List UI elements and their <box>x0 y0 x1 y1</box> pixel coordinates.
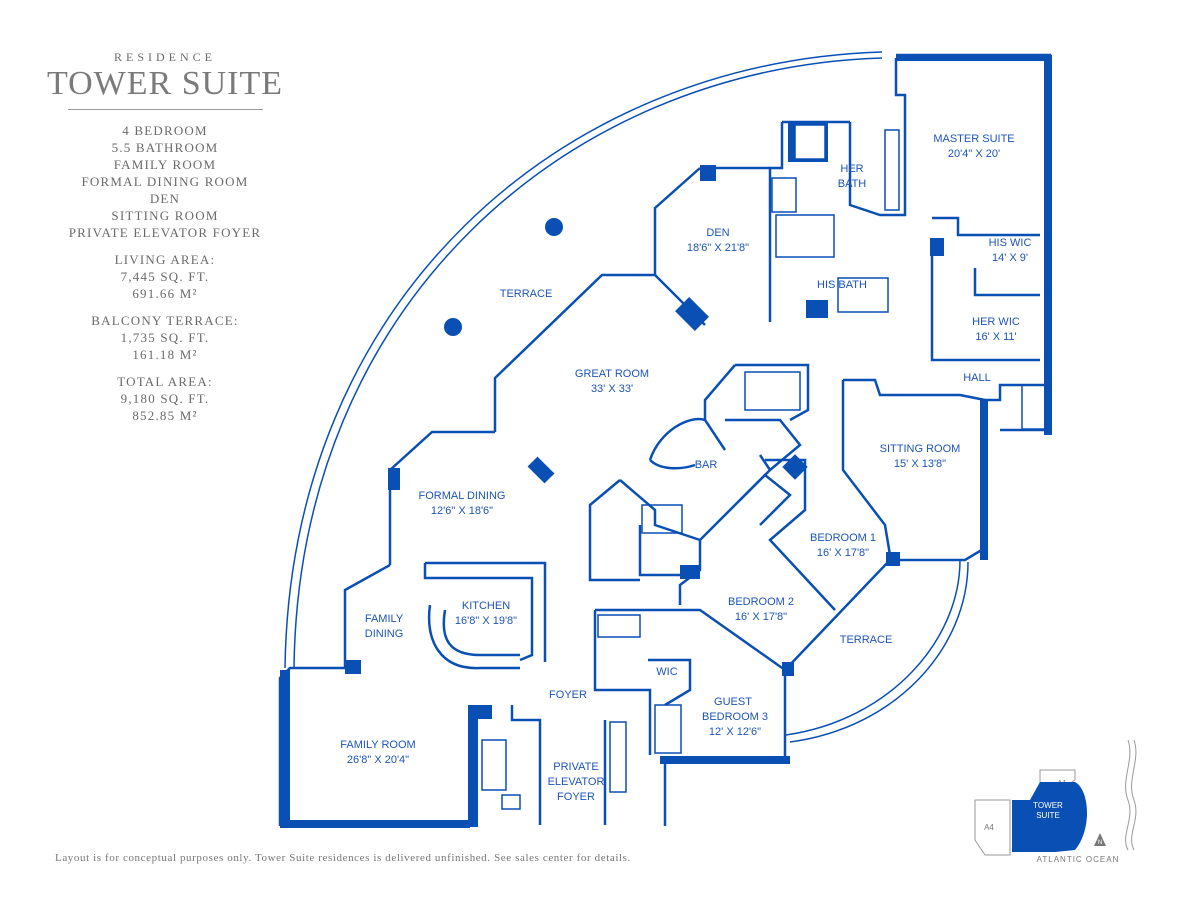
balcony-area: BALCONY TERRACE: 1,735 SQ. FT. 161.18 M² <box>20 312 310 363</box>
balcony-area-label: BALCONY TERRACE: <box>91 313 239 328</box>
wic-label: WIC <box>656 666 677 678</box>
terrace-top-label: TERRACE <box>500 288 553 300</box>
feature-item: 4 BEDROOM <box>122 123 208 138</box>
feature-item: SITTING ROOM <box>111 208 219 223</box>
room-labels: MASTER SUITE 20'4" X 20' HER BATH DEN 18… <box>340 133 1031 803</box>
family-dining-label-2: DINING <box>365 628 404 640</box>
feature-item: FORMAL DINING ROOM <box>81 174 249 189</box>
bedroom2-label: BEDROOM 2 <box>728 596 794 608</box>
disclaimer: Layout is for conceptual purposes only. … <box>55 852 631 864</box>
her-bath-label-2: BATH <box>838 178 867 190</box>
guest-bedroom-label-2: BEDROOM 3 <box>702 711 768 723</box>
family-dining-label-1: FAMILY <box>365 613 404 625</box>
her-bath-label-1: HER <box>840 163 863 175</box>
sitting-room-dims: 15' X 13'8" <box>894 458 946 470</box>
kitchen-label: KITCHEN <box>462 600 510 612</box>
kitchen-dims: 16'8" X 19'8" <box>455 615 517 627</box>
info-panel: RESIDENCE TOWER SUITE 4 BEDROOM 5.5 BATH… <box>20 50 310 424</box>
great-room-dims: 33' X 33' <box>591 383 633 395</box>
title-divider <box>67 109 263 110</box>
terrace-right-label: TERRACE <box>840 634 893 646</box>
her-wic-dims: 16' X 11' <box>975 331 1016 343</box>
total-area-sqm: 852.85 M² <box>132 408 198 423</box>
key-plan: A1 A4 TOWER SUITE N ATLANTIC OCEAN <box>974 739 1137 864</box>
wall-accents <box>345 122 944 719</box>
living-area: LIVING AREA: 7,445 SQ. FT. 691.66 M² <box>20 251 310 302</box>
balcony-area-sqm: 161.18 M² <box>132 347 198 362</box>
terrace-curve-inner <box>293 57 883 669</box>
total-area-sqft: 9,180 SQ. FT. <box>120 391 210 406</box>
terrace-curve-right-outer <box>785 559 961 736</box>
ocean-label: ATLANTIC OCEAN <box>1037 855 1120 864</box>
his-wic-label: HIS WIC <box>989 237 1032 249</box>
keyplan-a4-label: A4 <box>984 823 994 832</box>
formal-dining-dims: 12'6" X 18'6" <box>431 505 493 517</box>
ocean-wave-icon <box>1125 739 1131 851</box>
balcony-area-sqft: 1,735 SQ. FT. <box>120 330 210 345</box>
feature-item: FAMILY ROOM <box>113 157 217 172</box>
keyplan-highlight-2: SUITE <box>1036 811 1060 820</box>
guest-bedroom-label-1: GUEST <box>714 696 752 708</box>
ocean-wave-icon <box>1131 739 1137 851</box>
her-wic-label: HER WIC <box>972 316 1020 328</box>
terrace-column <box>545 218 563 236</box>
terrace-column <box>444 318 462 336</box>
feature-item: PRIVATE ELEVATOR FOYER <box>68 225 262 240</box>
great-room-label: GREAT ROOM <box>575 368 649 380</box>
master-suite-dims: 20'4" X 20' <box>948 148 1000 160</box>
elevator-foyer-label-3: FOYER <box>557 791 595 803</box>
sitting-room-label: SITTING ROOM <box>880 443 961 455</box>
bar-label: BAR <box>695 459 718 471</box>
keyplan-tower-suite <box>1012 782 1088 852</box>
bath-fixtures <box>481 124 1047 810</box>
foyer-label: FOYER <box>549 689 587 701</box>
bedroom1-label: BEDROOM 1 <box>810 532 876 544</box>
exterior-walls <box>278 53 1052 828</box>
total-area: TOTAL AREA: 9,180 SQ. FT. 852.85 M² <box>20 373 310 424</box>
formal-dining-label: FORMAL DINING <box>419 490 506 502</box>
family-room-dims: 26'8" X 20'4" <box>347 754 409 766</box>
bedroom1-dims: 16' X 17'8" <box>817 547 869 559</box>
living-area-label: LIVING AREA: <box>114 252 216 267</box>
bedroom2-dims: 16' X 17'8" <box>735 611 787 623</box>
living-area-sqm: 691.66 M² <box>132 286 198 301</box>
den-dims: 18'6" X 21'8" <box>687 242 749 254</box>
living-area-sqft: 7,445 SQ. FT. <box>120 269 210 284</box>
feature-list: 4 BEDROOM 5.5 BATHROOM FAMILY ROOM FORMA… <box>20 122 310 241</box>
interior-walls <box>423 216 1040 825</box>
guest-bedroom-dims: 12' X 12'6" <box>709 726 761 738</box>
elevator-foyer-label-1: PRIVATE <box>553 761 598 773</box>
terrace-curve-outer <box>284 51 883 669</box>
page-title: TOWER SUITE <box>46 65 284 102</box>
keyplan-highlight-1: TOWER <box>1033 801 1063 810</box>
family-room-label: FAMILY ROOM <box>340 739 415 751</box>
master-suite-label: MASTER SUITE <box>933 133 1014 145</box>
total-area-label: TOTAL AREA: <box>117 374 213 389</box>
his-bath-label: HIS BATH <box>817 279 867 291</box>
terrace-curve-right-inner <box>789 561 969 743</box>
feature-item: 5.5 BATHROOM <box>111 140 219 155</box>
elevator-foyer-label-2: ELEVATOR <box>548 776 605 788</box>
keyplan-unit-a4 <box>974 799 1011 856</box>
residence-overline: RESIDENCE <box>114 50 216 64</box>
north-label: N <box>1098 840 1102 846</box>
feature-item: DEN <box>149 191 181 206</box>
hall-label: HALL <box>963 372 991 384</box>
den-label: DEN <box>706 227 729 239</box>
his-wic-dims: 14' X 9' <box>992 252 1028 264</box>
north-arrow-icon <box>1094 833 1106 846</box>
